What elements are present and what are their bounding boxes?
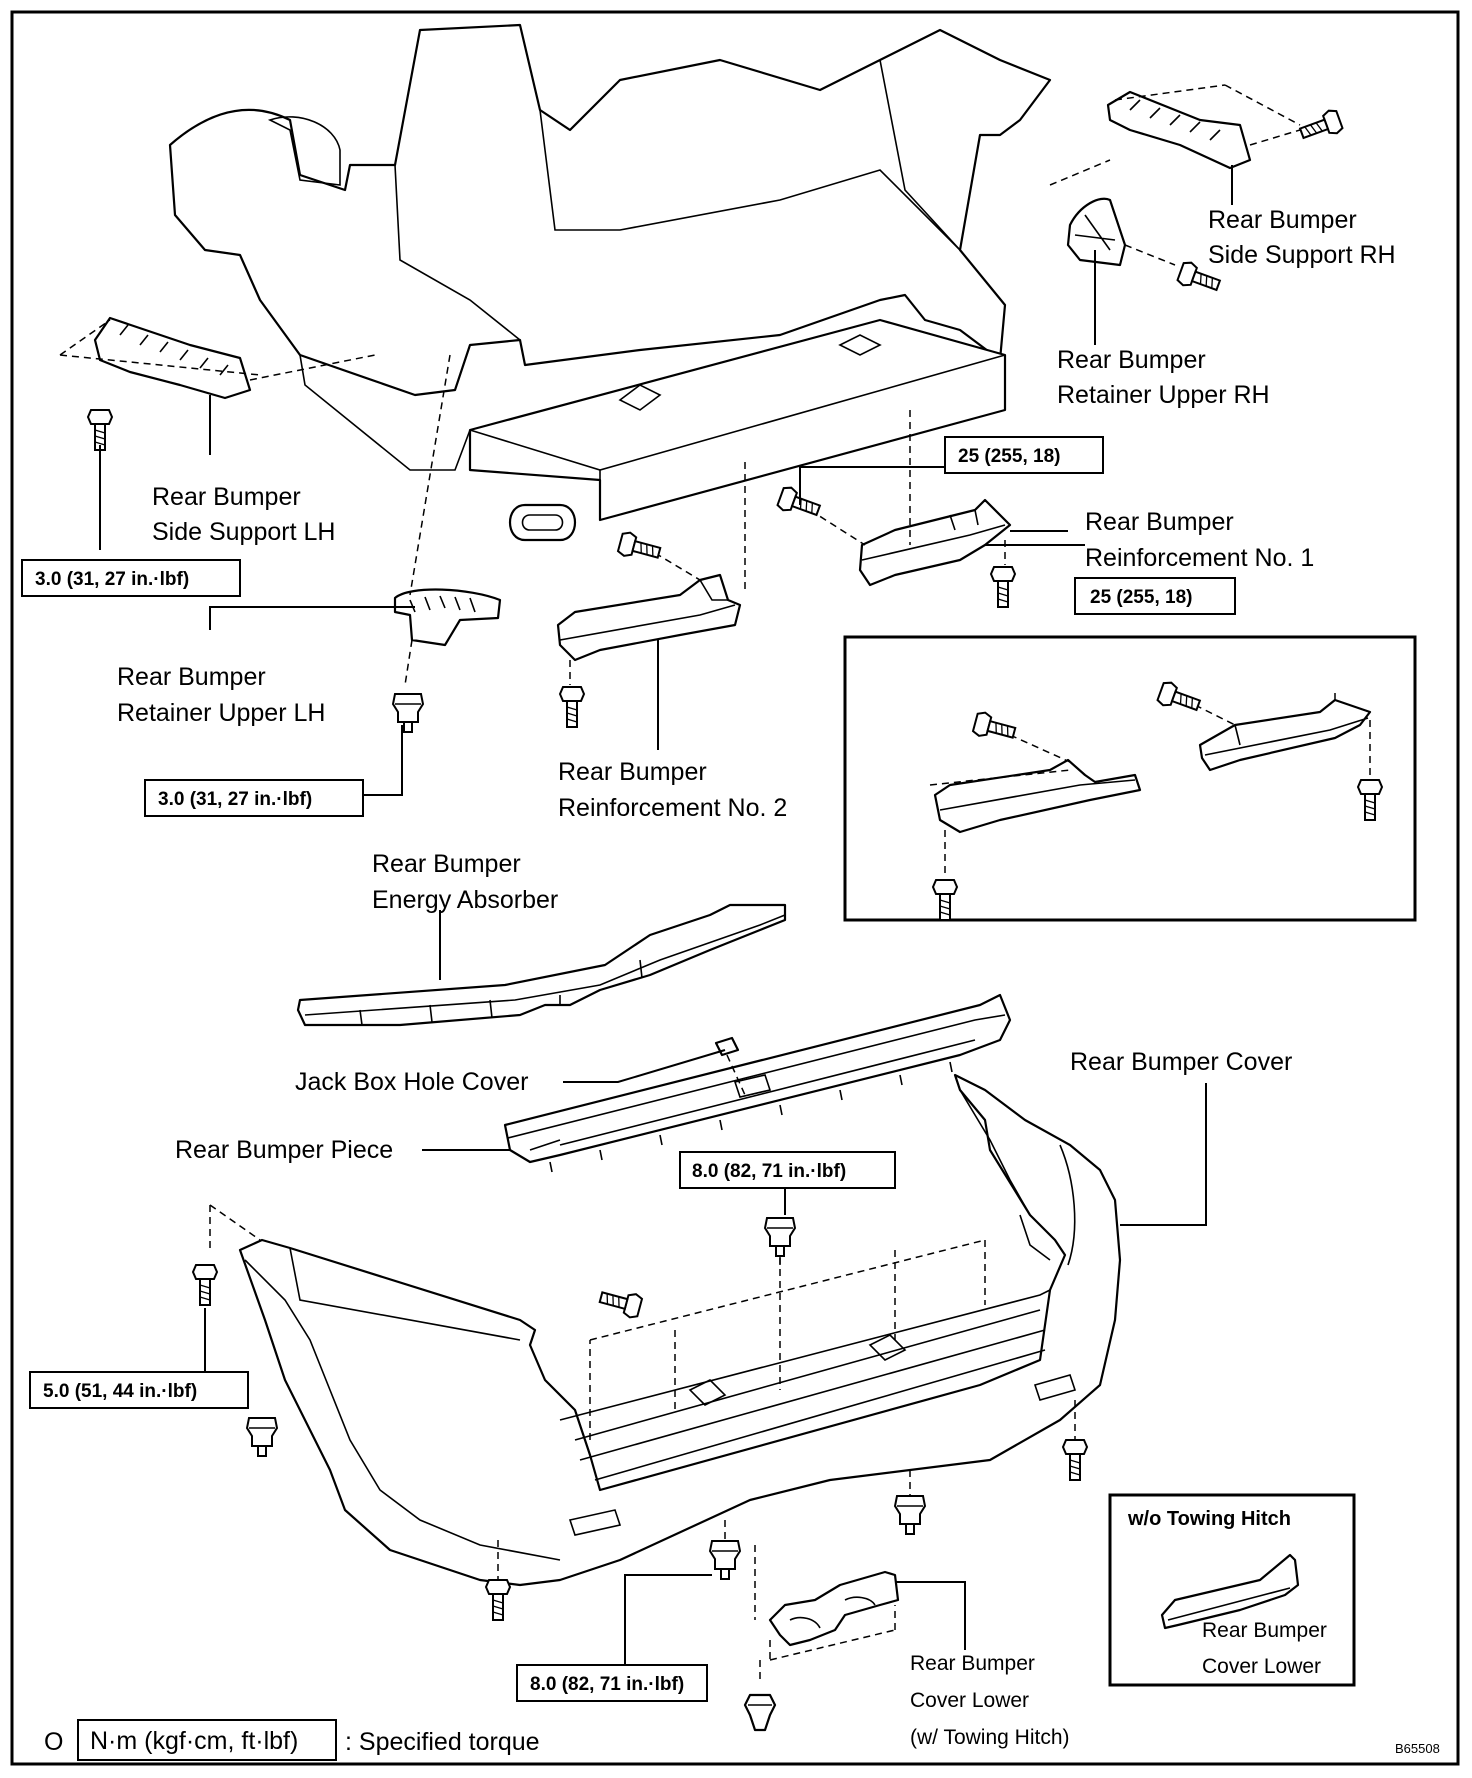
torque-legend: O N·m (kgf·cm, ft·lbf) : Specified torqu… xyxy=(44,1719,540,1761)
label-side-support-rh-1: Rear Bumper xyxy=(1208,206,1357,234)
torque-reinforcement-no1-lower: 25 (255, 18) xyxy=(1090,587,1192,608)
label-side-support-rh-2: Side Support RH xyxy=(1208,241,1396,269)
inset-no-hitch-box xyxy=(1108,1493,1356,1687)
label-side-support-lh-1: Rear Bumper xyxy=(152,483,301,511)
label-side-support-lh-2: Side Support LH xyxy=(152,518,335,546)
energy-absorber-part xyxy=(296,903,787,1027)
figure-id: B65508 xyxy=(1395,1741,1440,1756)
side-support-lh-part xyxy=(59,316,376,451)
side-support-rh-part xyxy=(1049,84,1345,186)
label-jack-box-hole-cover: Jack Box Hole Cover xyxy=(295,1068,528,1096)
label-reinforcement-no2-1: Rear Bumper xyxy=(558,758,707,786)
reinforcement-no1-part xyxy=(775,410,1016,608)
label-rear-bumper-piece: Rear Bumper Piece xyxy=(175,1136,393,1164)
label-reinforcement-no1-1: Rear Bumper xyxy=(1085,508,1234,536)
label-retainer-upper-lh-1: Rear Bumper xyxy=(117,663,266,691)
vehicle-body xyxy=(168,23,1052,542)
label-energy-absorber-2: Energy Absorber xyxy=(372,886,558,914)
diagram-frame xyxy=(10,10,1460,1766)
reinforcement-no2-part xyxy=(556,462,746,728)
legend-symbol: O xyxy=(44,1728,63,1756)
inset-reinforcement-parts xyxy=(929,679,1383,921)
label-inset-cover-lower-1: Rear Bumper xyxy=(1202,1619,1327,1642)
torque-cover-lower-clip: 8.0 (82, 71 in.·lbf) xyxy=(530,1674,684,1695)
retainer-upper-rh-part xyxy=(1066,197,1224,298)
rear-bumper-piece-part xyxy=(503,993,1012,1173)
label-retainer-upper-rh-2: Retainer Upper RH xyxy=(1057,381,1270,409)
rear-bumper-cover-part xyxy=(209,1073,1122,1587)
torque-retainer-upper-lh: 3.0 (31, 27 in.·lbf) xyxy=(158,789,312,810)
inset-cover-lower-part xyxy=(1160,1553,1300,1630)
label-inset-title: w/o Towing Hitch xyxy=(1127,1508,1291,1530)
label-energy-absorber-1: Rear Bumper xyxy=(372,850,521,878)
label-reinforcement-no2-2: Reinforcement No. 2 xyxy=(558,794,787,822)
inset-reinforcement-box xyxy=(843,635,1417,922)
legend-text: : Specified torque xyxy=(345,1728,540,1756)
label-retainer-upper-lh-2: Retainer Upper LH xyxy=(117,699,325,727)
torque-boxes: 3.0 (31, 27 in.·lbf) 3.0 (31, 27 in.·lbf… xyxy=(21,436,1236,1702)
label-inset-cover-lower-2: Cover Lower xyxy=(1202,1655,1321,1678)
torque-cover-side-bolt: 5.0 (51, 44 in.·lbf) xyxy=(43,1381,197,1402)
part-labels: Rear Bumper Side Support RH Rear Bumper … xyxy=(117,206,1396,1749)
retainer-upper-lh-part xyxy=(392,354,502,733)
cover-lower-hitch-part xyxy=(743,1545,900,1732)
label-retainer-upper-rh-1: Rear Bumper xyxy=(1057,346,1206,374)
cover-fasteners xyxy=(192,1217,1088,1621)
label-reinforcement-no1-2: Reinforcement No. 1 xyxy=(1085,544,1314,572)
label-rear-bumper-cover: Rear Bumper Cover xyxy=(1070,1048,1292,1076)
legend-unit-box: N·m (kgf·cm, ft·lbf) xyxy=(90,1727,298,1755)
torque-side-support-lh: 3.0 (31, 27 in.·lbf) xyxy=(35,569,189,590)
label-cover-lower-hitch-3: (w/ Towing Hitch) xyxy=(910,1726,1070,1749)
label-cover-lower-hitch-2: Cover Lower xyxy=(910,1689,1029,1712)
leader-lines xyxy=(99,165,1233,1665)
label-cover-lower-hitch-1: Rear Bumper xyxy=(910,1652,1035,1675)
torque-reinforcement-no1-upper: 25 (255, 18) xyxy=(958,446,1060,467)
torque-cover-upper-clip: 8.0 (82, 71 in.·lbf) xyxy=(692,1161,846,1182)
